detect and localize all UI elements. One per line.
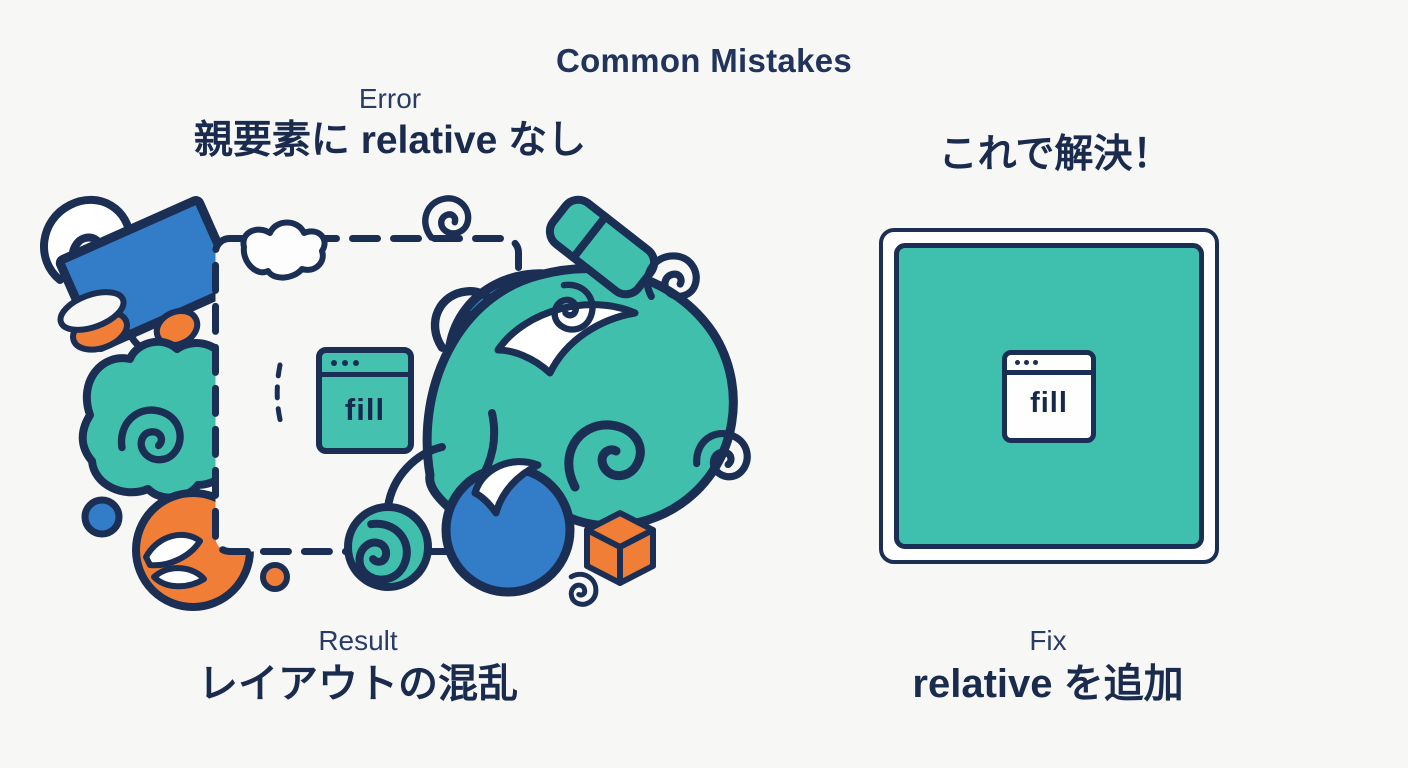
fill-window-icon-fixed: fill xyxy=(1002,349,1096,443)
error-heading: 親要素に relative なし xyxy=(193,118,587,162)
fix-section-footer: Fix relative を追加 xyxy=(758,625,1338,707)
fill-window-icon: fill xyxy=(316,347,414,454)
teal-fill-area: fill xyxy=(894,243,1204,549)
white-wave-highlight xyxy=(494,301,639,377)
window-dot-icon xyxy=(1033,359,1038,365)
fix-section-header: これで解決！ xyxy=(765,129,1345,178)
error-section-header: Error 親要素に relative なし xyxy=(0,83,780,164)
window-titlebar xyxy=(1007,355,1091,375)
dashed-motion-line xyxy=(274,362,285,430)
orange-dot-shape xyxy=(260,562,290,592)
window-dot-icon xyxy=(1024,359,1029,365)
blue-spiral-circle xyxy=(441,458,575,597)
page-title: Common Mistakes xyxy=(555,42,853,79)
layout-chaos-illustration xyxy=(40,185,770,611)
result-tag-label: Result xyxy=(318,625,398,656)
teal-spiral-circle xyxy=(344,443,446,591)
result-heading: レイアウトの混乱 xyxy=(198,661,518,706)
fill-window-label: fill xyxy=(344,392,386,427)
error-tag-label: Error xyxy=(358,83,422,114)
window-dot-icon xyxy=(331,359,337,366)
window-dot-icon xyxy=(353,359,359,366)
solved-heading: これで解決！ xyxy=(938,133,1172,176)
fill-window-label: fill xyxy=(1030,387,1068,419)
result-section-footer: Result レイアウトの混乱 xyxy=(0,625,716,707)
white-cloud-shape xyxy=(240,219,328,281)
blue-dot-shape xyxy=(81,496,123,538)
fix-heading: relative を追加 xyxy=(912,661,1184,706)
window-dot-icon xyxy=(1015,359,1020,365)
relative-parent-box: fill xyxy=(879,228,1219,564)
orange-halfmoon-shape xyxy=(57,289,130,353)
fix-tag-label: Fix xyxy=(1029,625,1067,656)
teal-spiral-line xyxy=(564,420,645,492)
orange-cube-shape xyxy=(584,510,656,586)
window-dot-icon xyxy=(342,359,348,366)
window-titlebar xyxy=(322,353,408,377)
overflow-swirls xyxy=(344,193,752,607)
